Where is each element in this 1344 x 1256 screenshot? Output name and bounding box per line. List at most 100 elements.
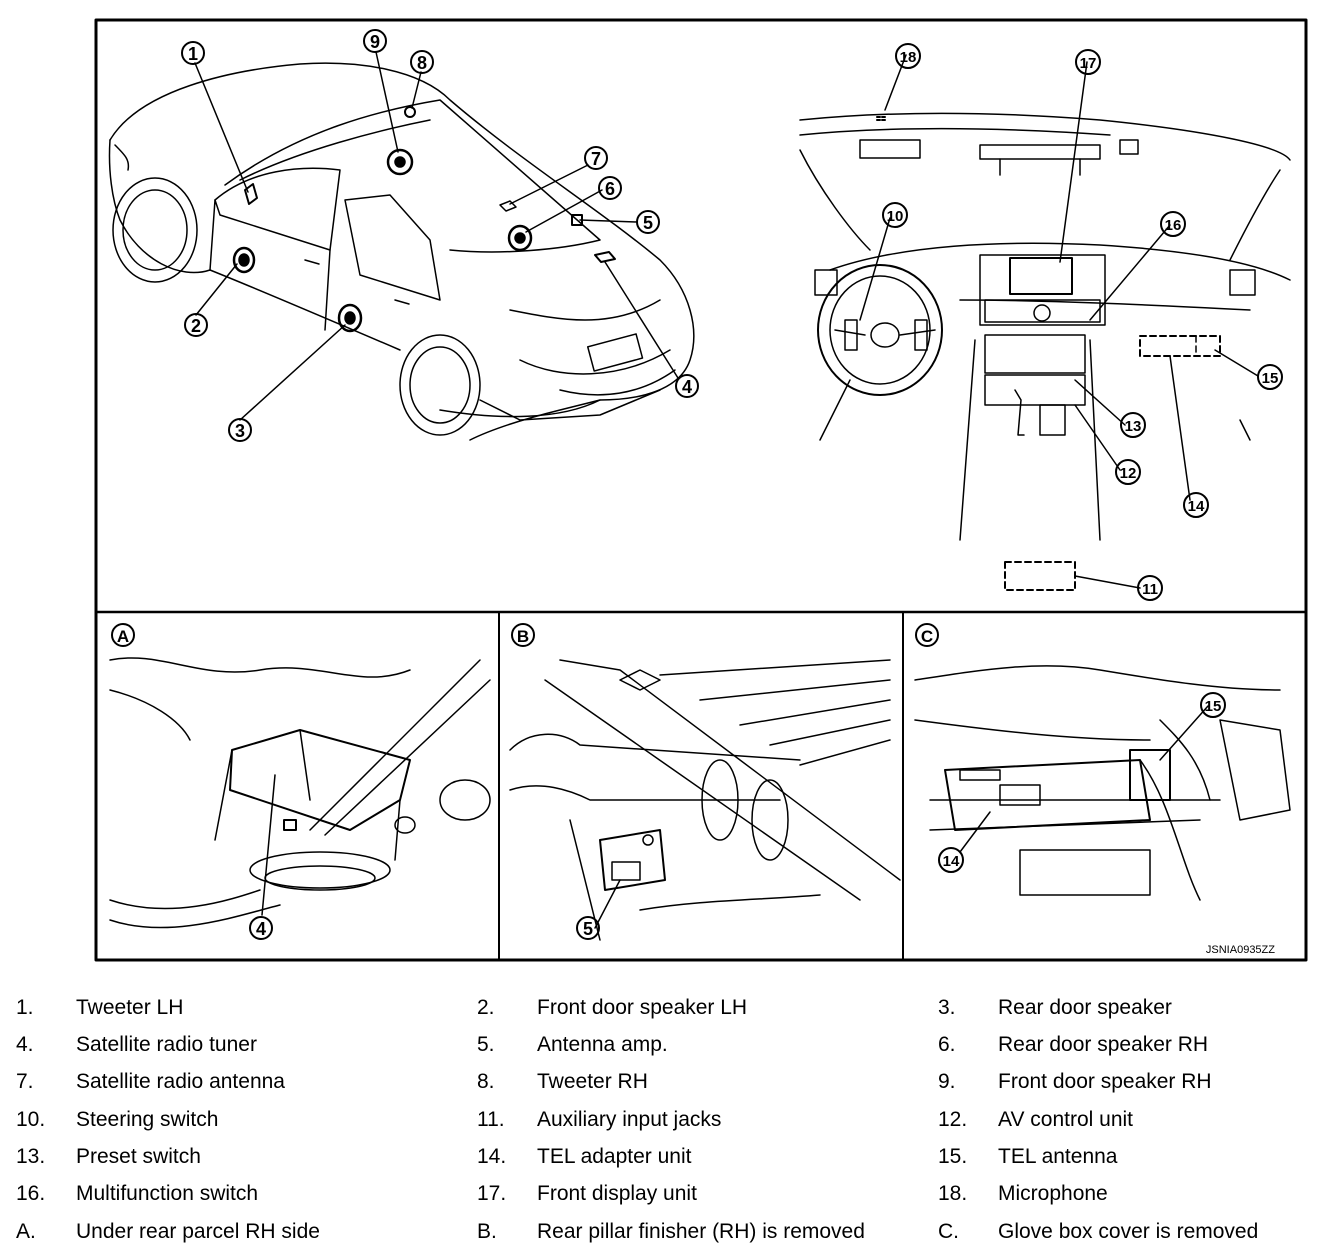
- svg-text:10: 10: [887, 208, 904, 225]
- panel-b-label: B: [511, 623, 535, 647]
- callout-14: 14: [1183, 492, 1209, 518]
- car-illustration: [108, 51, 695, 441]
- svg-text:12: 12: [1120, 465, 1137, 482]
- legend-label: Front door speaker RH: [998, 1070, 1212, 1093]
- legend-label: Rear door speaker RH: [998, 1033, 1209, 1056]
- legend-number: 1.: [16, 996, 34, 1019]
- legend-number: A.: [16, 1220, 36, 1243]
- svg-text:6: 6: [605, 179, 615, 199]
- legend-number: 7.: [16, 1070, 34, 1093]
- svg-text:8: 8: [417, 53, 427, 73]
- svg-text:15: 15: [1205, 698, 1222, 715]
- callout-5: 5: [636, 210, 660, 234]
- panel-a-callout-4: 4: [249, 916, 273, 940]
- dashboard-illustration: [799, 54, 1291, 591]
- panel-c-label: C: [915, 623, 939, 647]
- legend-label: Tweeter LH: [76, 996, 184, 1019]
- svg-text:C: C: [921, 627, 933, 646]
- svg-text:16: 16: [1165, 217, 1182, 234]
- callout-15: 15: [1257, 364, 1283, 390]
- legend-number: 8.: [477, 1070, 495, 1093]
- legend-label: Satellite radio antenna: [76, 1070, 285, 1093]
- svg-text:7: 7: [591, 149, 601, 169]
- legend-number: 10.: [16, 1108, 46, 1131]
- legend-label: Microphone: [998, 1182, 1108, 1205]
- svg-text:11: 11: [1142, 581, 1158, 598]
- legend-number: 2.: [477, 996, 495, 1019]
- legend-label: Auxiliary input jacks: [537, 1108, 722, 1131]
- legend-number: 18.: [938, 1182, 968, 1205]
- legend-label: TEL antenna: [998, 1145, 1118, 1168]
- legend-number: C.: [938, 1220, 959, 1243]
- legend-label: Rear pillar finisher (RH) is removed: [537, 1220, 865, 1243]
- legend-number: 4.: [16, 1033, 34, 1056]
- callout-4: 4: [675, 374, 699, 398]
- svg-text:A: A: [117, 627, 129, 646]
- callout-2: 2: [184, 313, 208, 337]
- diagram-frame: [94, 18, 1308, 962]
- callout-8: 8: [410, 50, 434, 74]
- legend-number: 14.: [477, 1145, 507, 1168]
- panel-c-illustration: [914, 665, 1291, 901]
- callout-9: 9: [363, 29, 387, 53]
- svg-text:17: 17: [1080, 55, 1097, 72]
- panel-c-callout-15: 15: [1200, 692, 1226, 718]
- legend-number: 16.: [16, 1182, 46, 1205]
- legend-label: Rear door speaker: [998, 996, 1172, 1019]
- svg-text:1: 1: [188, 44, 198, 64]
- figure-code: JSNIA0935ZZ: [1206, 944, 1275, 956]
- svg-text:4: 4: [256, 919, 266, 939]
- callout-16: 16: [1160, 211, 1186, 237]
- panel-b-callout-5: 5: [576, 916, 600, 940]
- callout-17: 17: [1075, 49, 1101, 75]
- legend-label: TEL adapter unit: [537, 1145, 692, 1168]
- svg-text:5: 5: [583, 919, 593, 939]
- legend-number: 12.: [938, 1108, 968, 1131]
- callout-12: 12: [1115, 459, 1141, 485]
- svg-text:14: 14: [1188, 498, 1205, 515]
- legend-number: B.: [477, 1220, 497, 1243]
- legend-label: Front display unit: [537, 1182, 697, 1205]
- callout-10: 10: [882, 202, 908, 228]
- callout-13: 13: [1120, 412, 1146, 438]
- svg-text:2: 2: [191, 316, 201, 336]
- svg-text:15: 15: [1262, 370, 1279, 387]
- legend-label: Preset switch: [76, 1145, 201, 1168]
- callout-6: 6: [598, 176, 622, 200]
- panel-b-illustration: [509, 659, 901, 941]
- legend-number: 11.: [477, 1108, 505, 1131]
- callout-7: 7: [584, 146, 608, 170]
- legend-number: 6.: [938, 1033, 956, 1056]
- callout-1: 1: [181, 41, 205, 65]
- legend: 1. Tweeter LH 2. Front door speaker LH 3…: [0, 985, 1344, 1250]
- legend-label: Steering switch: [76, 1108, 219, 1131]
- legend-label: Satellite radio tuner: [76, 1033, 257, 1056]
- svg-text:14: 14: [943, 853, 960, 870]
- legend-number: 17.: [477, 1182, 507, 1205]
- callout-18: 18: [895, 43, 921, 69]
- panel-a-illustration: [109, 657, 491, 929]
- legend-label: Under rear parcel RH side: [76, 1220, 320, 1243]
- svg-text:4: 4: [682, 377, 692, 397]
- legend-number: 9.: [938, 1070, 956, 1093]
- panel-c-callout-14: 14: [938, 847, 964, 873]
- legend-number: 5.: [477, 1033, 495, 1056]
- svg-text:9: 9: [370, 32, 380, 52]
- component-location-diagram: 1 2 3 4 5 6 7 8 9 10 11 12: [94, 18, 1308, 962]
- legend-label: Front door speaker LH: [537, 996, 748, 1019]
- legend-label: AV control unit: [998, 1108, 1134, 1131]
- legend-label: Antenna amp.: [537, 1033, 668, 1056]
- svg-text:B: B: [517, 627, 529, 646]
- svg-text:18: 18: [900, 49, 917, 66]
- legend-number: 13.: [16, 1145, 46, 1168]
- legend-label: Multifunction switch: [76, 1182, 259, 1205]
- svg-text:13: 13: [1125, 418, 1142, 435]
- legend-label: Glove box cover is removed: [998, 1220, 1259, 1243]
- legend-number: 3.: [938, 996, 956, 1019]
- svg-text:5: 5: [643, 213, 653, 233]
- callout-11: 11: [1137, 575, 1163, 601]
- legend-number: 15.: [938, 1145, 968, 1168]
- panel-a-label: A: [111, 623, 135, 647]
- svg-text:3: 3: [235, 421, 245, 441]
- legend-label: Tweeter RH: [537, 1070, 648, 1093]
